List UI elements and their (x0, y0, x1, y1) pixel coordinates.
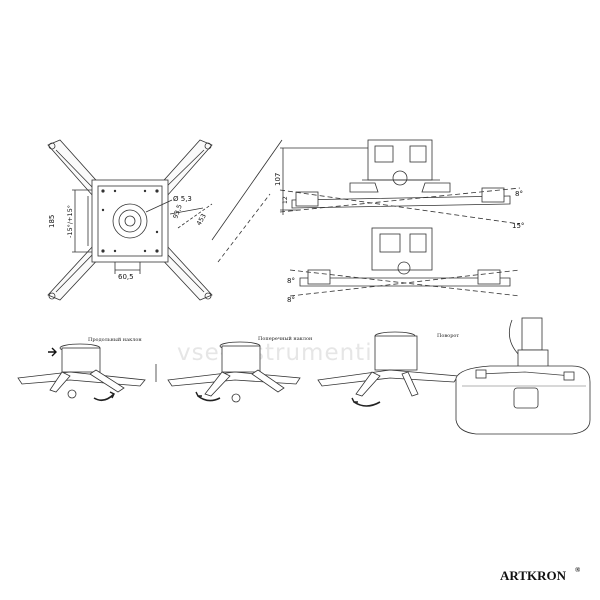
upper-arm-bar (291, 195, 511, 209)
angle-8-right-label: 8° (515, 190, 523, 198)
center-hub (112, 203, 148, 239)
step-cross-tilt-label: Поперечный наклон (258, 336, 313, 342)
watermark: vse-instrumenti.ru (177, 340, 407, 366)
mount-holes (101, 189, 159, 253)
brand-registered-mark: ® (575, 566, 581, 574)
lower-arm-bar (299, 277, 511, 287)
step-tilt-illustration: Продольный наклон (17, 337, 157, 402)
lower-housing (371, 227, 433, 271)
angle-8-lower-left-label: 8° (287, 296, 295, 304)
dim-107-label: 107 (274, 173, 282, 186)
dim-width-label: 60,5 (118, 273, 134, 281)
upper-housing (367, 139, 433, 181)
top-view: 185 -15°/+15° 60,5 Ø 5,3 93,5 453 (47, 139, 213, 301)
step-rotate-label: Поворот (437, 333, 459, 339)
dim-12-label: 12 (282, 196, 289, 204)
dim-angle-label: -15°/+15° (66, 205, 74, 238)
angle-8-upper-left-label: 8° (287, 277, 295, 285)
dim-diagonal-label: 453 (195, 212, 208, 227)
step-cross-tilt-illustration: Поперечный наклон (167, 336, 313, 403)
angle-15-right-label: 15° (512, 222, 524, 230)
projector-installed-illustration (455, 317, 591, 435)
step-tilt-label: Продольный наклон (88, 337, 142, 343)
center-plate (91, 179, 169, 263)
brand-logo: ARTKRON (500, 568, 567, 583)
side-view-upper: 107 12 8° 15° (274, 139, 524, 230)
step-rotate-illustration: Поворот (317, 331, 459, 407)
ceiling-pipe (521, 317, 543, 351)
dim-hole-label: Ø 5,3 (173, 195, 192, 203)
side-view-lower: 8° 8° (287, 227, 521, 304)
dim-height-label: 185 (48, 215, 56, 228)
view-connector-line (211, 139, 283, 241)
